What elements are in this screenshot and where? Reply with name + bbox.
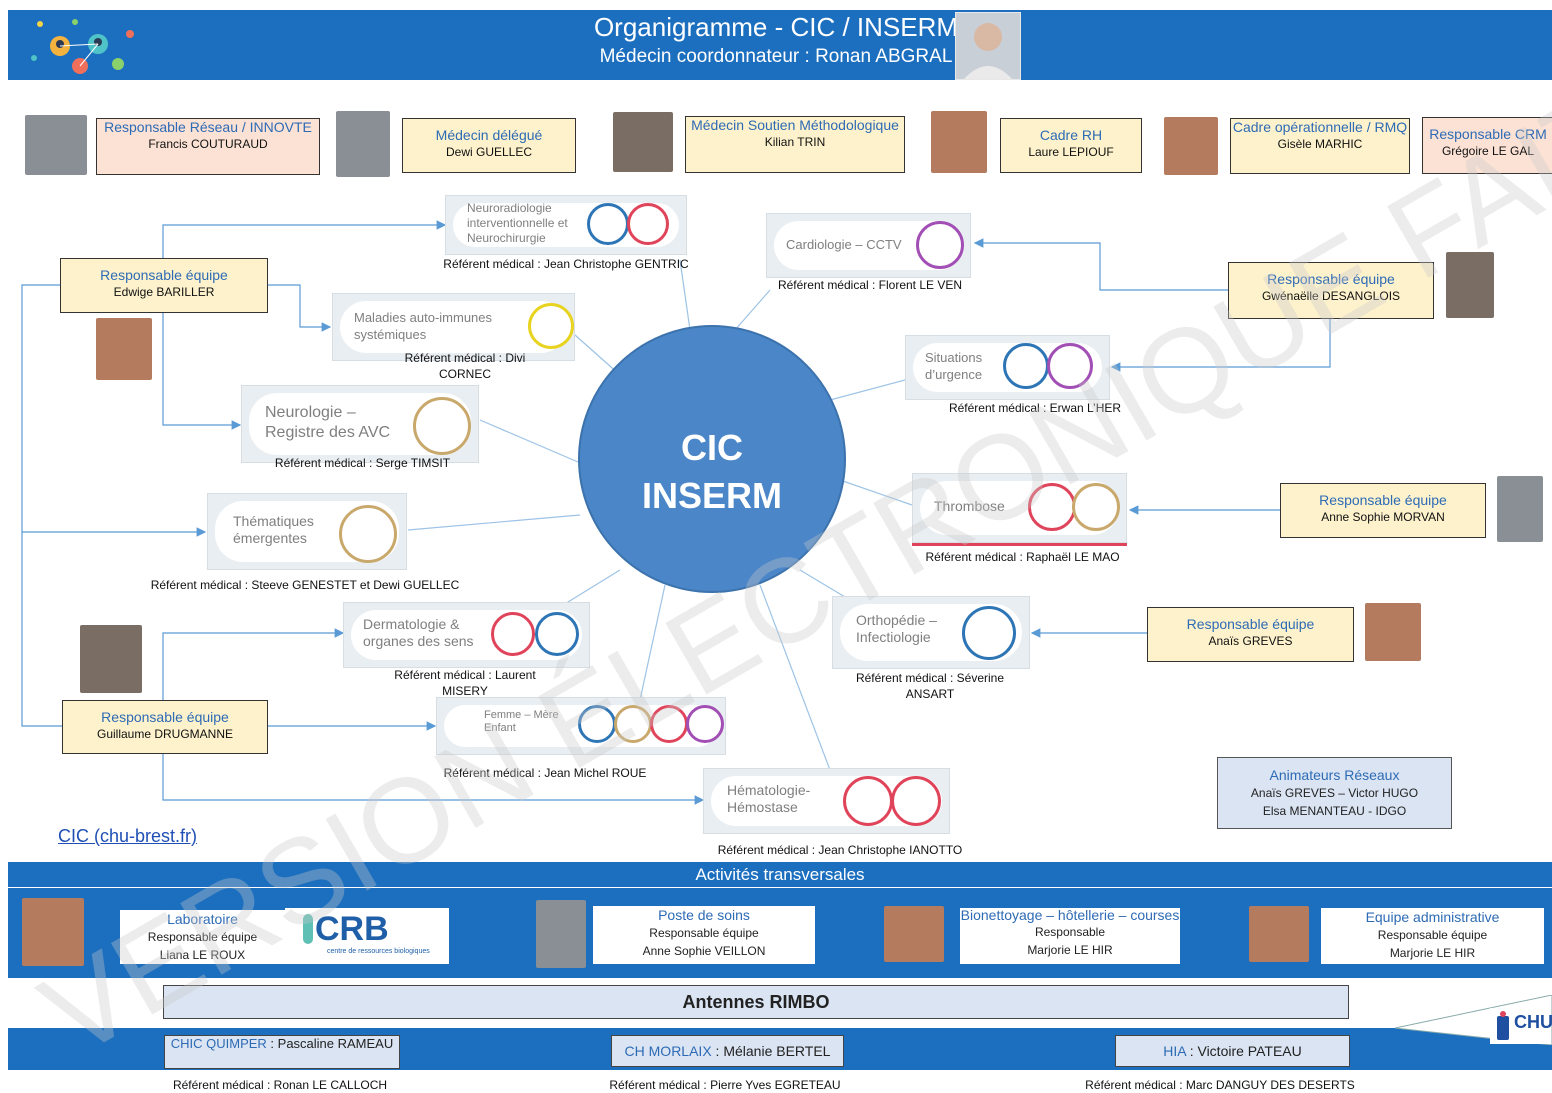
theme-box: Orthopédie – Infectiologie <box>832 596 1030 669</box>
theme-box: Hématologie- Hémostase <box>703 768 950 834</box>
getbo-seal-icon <box>843 776 893 826</box>
animateurs-box: Animateurs Réseaux Anaïs GREVES – Victor… <box>1217 757 1452 829</box>
theme-referent: Référent médical : Divi CORNEC <box>404 351 526 381</box>
theme-referent: Référent médical : Jean Christophe GENTR… <box>443 257 689 271</box>
theme-box: Situations d’urgence <box>905 335 1110 400</box>
person-photo <box>336 111 390 177</box>
person-photo <box>613 112 673 172</box>
inserm-seal-icon <box>535 612 579 656</box>
antenne-site: CHIC QUIMPER : Pascaline RAMEAU <box>164 1035 400 1069</box>
person-photo <box>1446 252 1494 318</box>
theme-referent: Référent médical : Raphaël LE MAO <box>925 550 1120 564</box>
theme-box: Neuroradiologie interventionnelle et Neu… <box>445 195 687 255</box>
gbrest-seal-icon <box>413 397 471 455</box>
header-band <box>8 10 1552 80</box>
gbrest-seal-icon <box>339 505 397 563</box>
optic-seal-icon <box>1047 343 1093 389</box>
getbo-seal-icon <box>1028 483 1076 531</box>
network-people-icon <box>31 19 134 74</box>
ien-seal-icon <box>891 776 941 826</box>
antenne-site: CH MORLAIX : Mélanie BERTEL <box>611 1035 844 1067</box>
center-node: CIC INSERM <box>578 325 846 593</box>
theme-box: Neurologie – Registre des AVC <box>241 385 479 463</box>
person-photo <box>96 318 152 380</box>
inserm-seal-icon <box>587 203 629 245</box>
transversal-band: Activités transversales <box>8 862 1552 887</box>
theme-referent: Référent médical : Florent LE VEN <box>777 278 963 292</box>
person-photo <box>1164 117 1218 175</box>
person-photo <box>536 900 586 968</box>
antenne-referent: Référent médical : Ronan LE CALLOCH <box>172 1078 388 1092</box>
theme-box: Cardiologie – CCTV <box>766 213 971 278</box>
person-photo <box>22 898 84 966</box>
theme-box: Dermatologie & organes des sens <box>343 602 590 668</box>
theme-referent: Référent médical : Serge TIMSIT <box>274 456 451 470</box>
theme-referent: Référent médical : Steeve GENESTET et De… <box>150 578 460 592</box>
ien-seal-icon <box>491 612 535 656</box>
person-photo <box>884 906 944 962</box>
coordinator-photo <box>955 12 1021 80</box>
theme-box: Thématiques émergentes <box>207 493 407 570</box>
person-photo <box>1249 906 1309 962</box>
theme-box: Maladies auto-immunes systémiques <box>332 293 575 361</box>
theme-box: Femme – Mère Enfant <box>436 697 726 755</box>
person-photo <box>80 625 142 693</box>
theme-referent: Référent médical : Séverine ANSART <box>855 671 1005 701</box>
theme-referent: Référent médical : Laurent MISERY <box>394 668 536 698</box>
lbai-seal-icon <box>528 303 574 349</box>
theme-referent: Référent médical : Jean Michel ROUE <box>443 766 647 780</box>
optic-seal-icon <box>916 221 964 269</box>
crb-logo: CRB centre de ressources biologiques <box>285 908 449 964</box>
antennes-title: Antennes RIMBO <box>163 985 1349 1019</box>
person-photo <box>1497 476 1543 542</box>
page-subtitle: Médecin coordonnateur : Ronan ABGRAL <box>599 46 953 67</box>
chu-logo: CHU <box>1490 1008 1552 1044</box>
antenne-referent: Référent médical : Pierre Yves EGRETEAU <box>609 1078 841 1092</box>
theme-box: Thrombose <box>912 473 1127 546</box>
inserm-seal-icon <box>962 606 1016 660</box>
antenne-site: HIA : Victoire PATEAU <box>1115 1035 1350 1067</box>
person-photo <box>25 115 87 175</box>
person-photo <box>1365 603 1421 661</box>
theme-referent: Référent médical : Jean Christophe IANOT… <box>717 843 963 857</box>
person-photo <box>931 111 987 173</box>
antenne-referent: Référent médical : Marc DANGUY DES DESER… <box>1085 1078 1355 1092</box>
theme-referent: Référent médical : Erwan L’HER <box>948 401 1122 415</box>
getbo-seal-icon <box>627 203 669 245</box>
gbrest-seal-icon <box>1072 483 1120 531</box>
ien-seal-icon <box>686 705 724 743</box>
cic-website-link[interactable]: CIC (chu-brest.fr) <box>58 826 198 846</box>
page-title: Organigramme - CIC / INSERM <box>593 12 959 42</box>
